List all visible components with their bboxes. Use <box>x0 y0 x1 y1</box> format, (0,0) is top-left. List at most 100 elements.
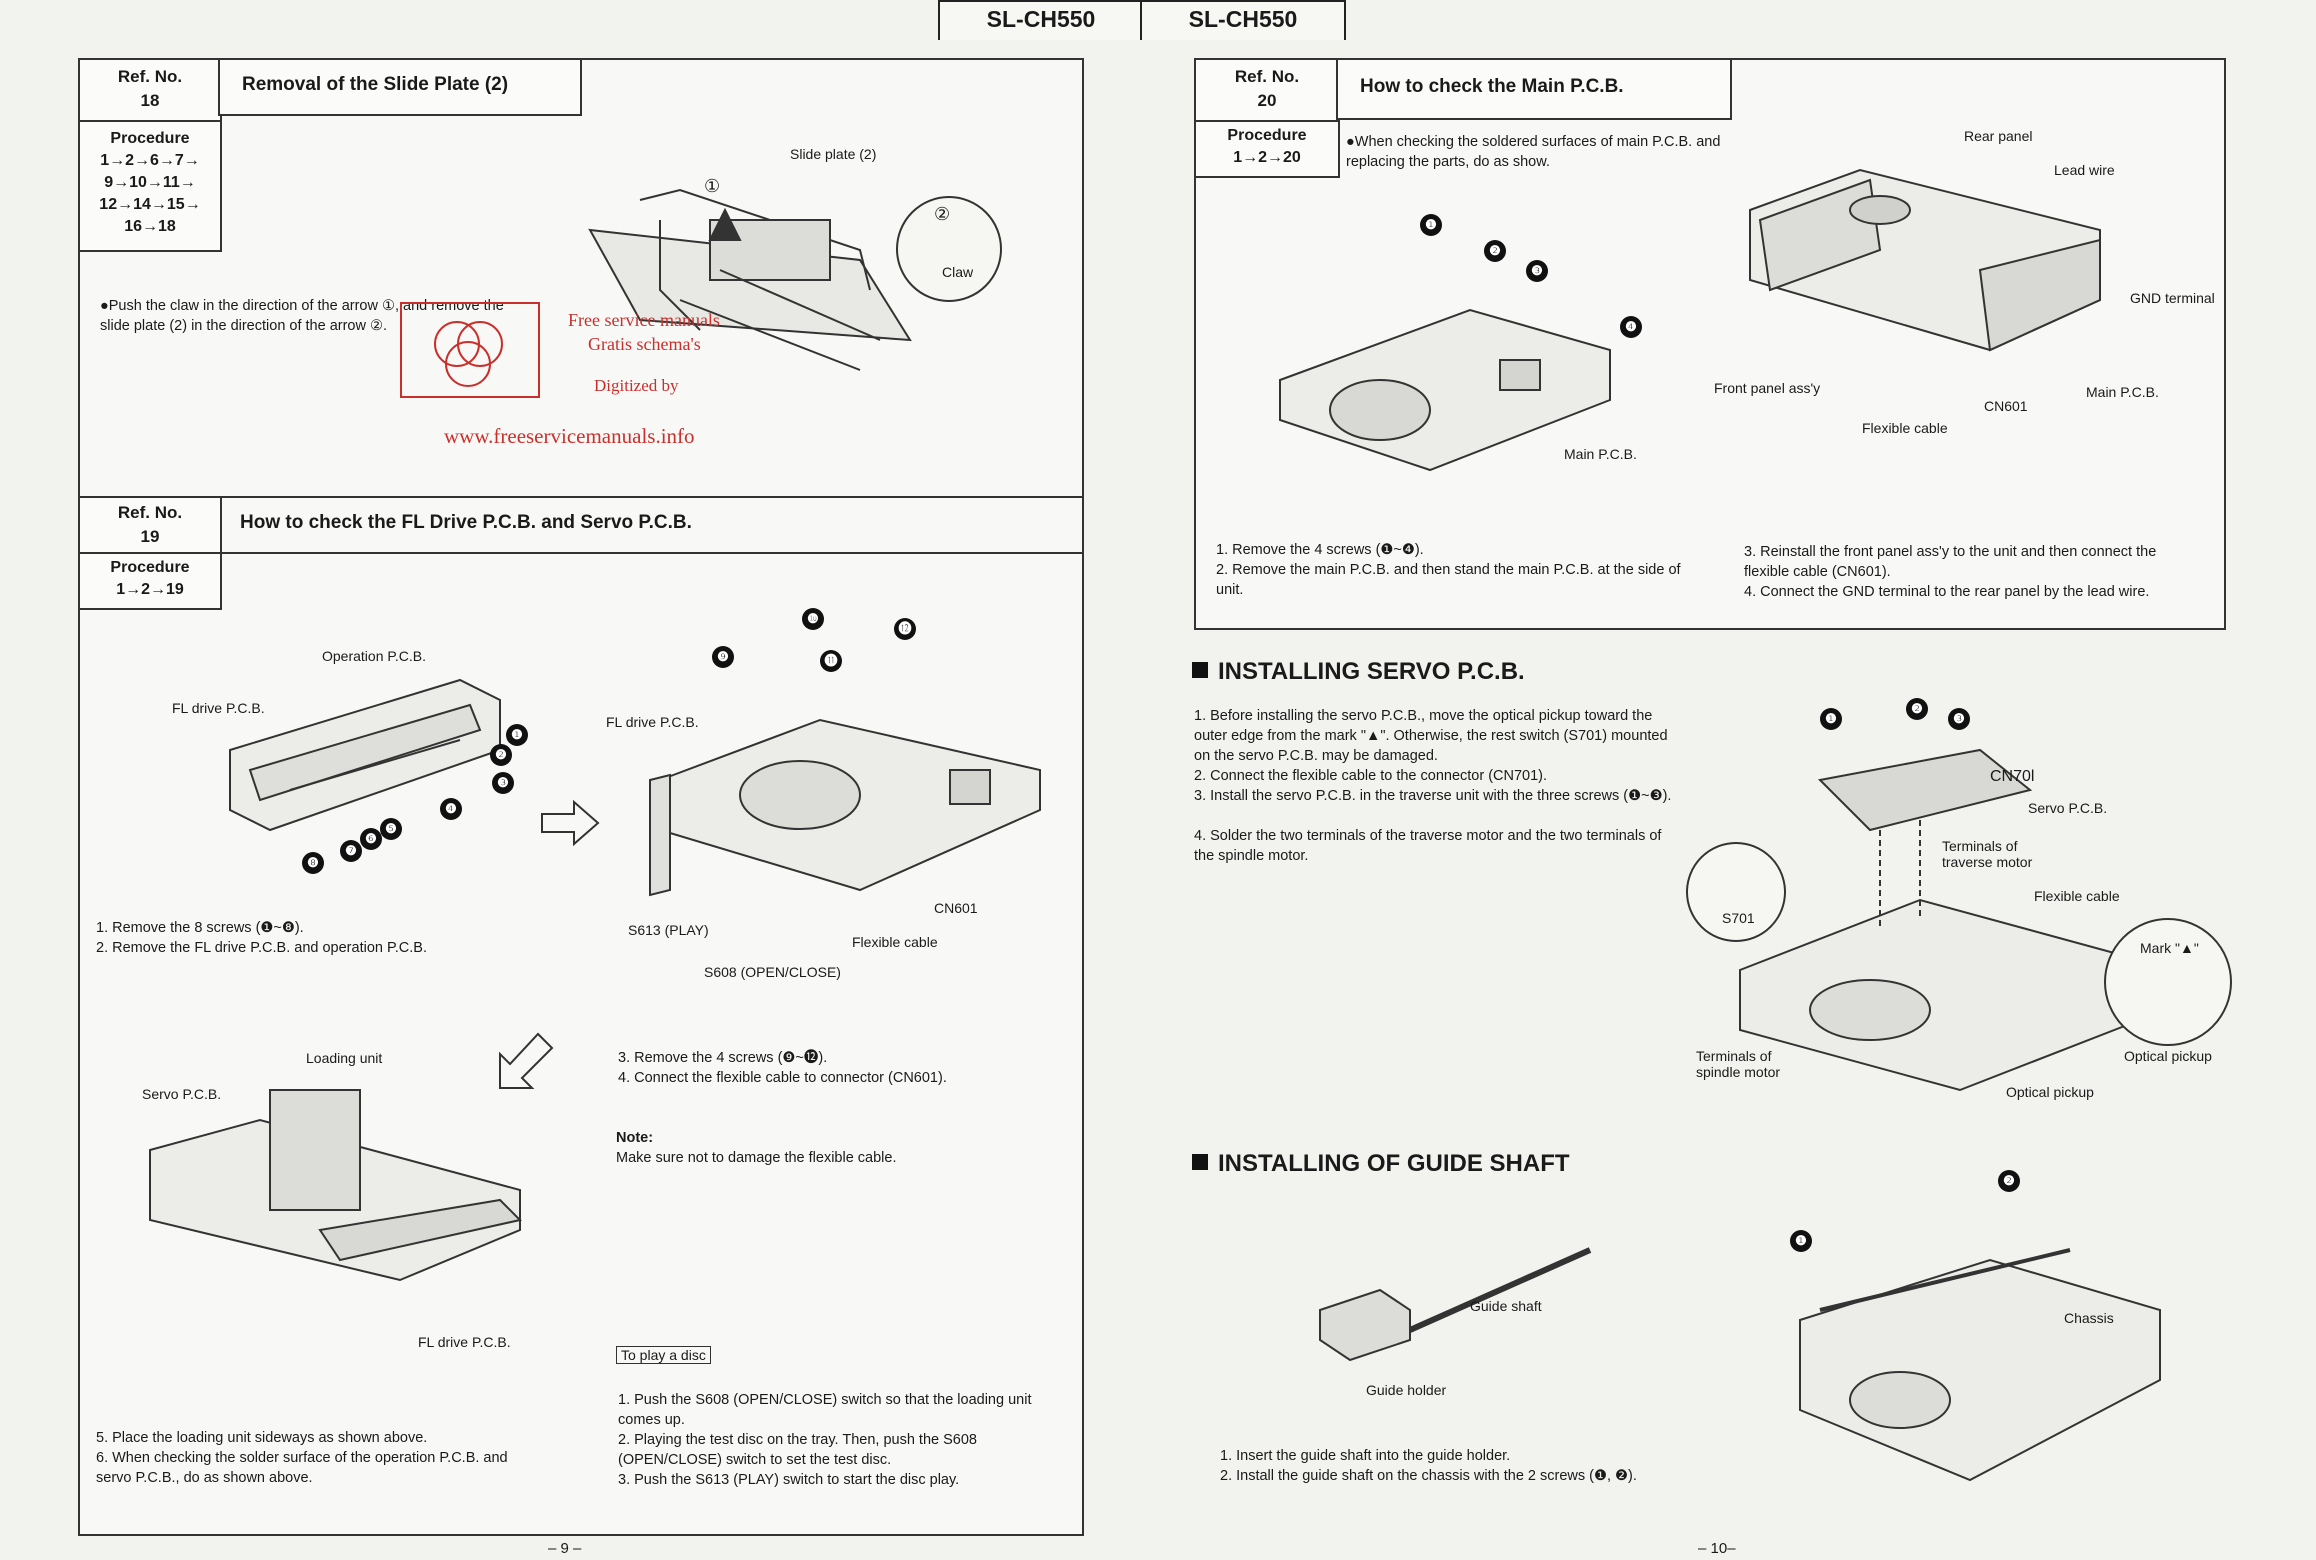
s19-ref-cell: Ref. No. 19 <box>78 496 222 554</box>
servo-optical-label: Optical pickup <box>2124 1048 2212 1064</box>
s19-title-rule <box>218 552 1082 554</box>
guide-step-1: 1. Insert the guide shaft into the guide… <box>1220 1448 1511 1464</box>
servo-mark-label: Mark "▲" <box>2140 940 2199 956</box>
screw-8-bullet: ❽ <box>302 852 324 874</box>
watermark-url: www.freeservicemanuals.info <box>444 424 695 448</box>
s18-proc-label: Procedure <box>110 130 190 147</box>
s20-step-3: 3. Reinstall the front panel ass'y to th… <box>1744 544 2157 580</box>
screw-3-bullet: ❸ <box>492 772 514 794</box>
s19-proc-cell: Procedure 1→2→19 <box>78 552 222 610</box>
s20-cn601-label: CN601 <box>1984 398 2028 414</box>
model-header-right: SL-CH550 <box>1140 0 1346 40</box>
servo-step-3: 3. Install the servo P.C.B. in the trave… <box>1194 788 1672 804</box>
s19-proc-label: Procedure <box>110 559 190 576</box>
s19-loading-label: Loading unit <box>306 1050 383 1066</box>
watermark-line3: Digitized by <box>594 376 679 395</box>
s20-step-2: 2. Remove the main P.C.B. and then stand… <box>1216 562 1681 598</box>
screw-10-bullet: ❿ <box>802 608 824 630</box>
claw-detail-circle <box>896 196 1002 302</box>
guide-section-title-text: INSTALLING OF GUIDE SHAFT <box>1218 1150 1570 1177</box>
servo-term-label: Terminals of traverse motor <box>1942 838 2033 870</box>
s19-ref-number: 19 <box>140 527 160 546</box>
s20-main2-label: Main P.C.B. <box>2086 384 2159 400</box>
chassis-fl-diagram <box>649 718 1041 897</box>
screw-12-bullet: ⓬ <box>894 618 916 640</box>
screw-6-bullet: ❻ <box>360 828 382 850</box>
s19-ref-label: Ref. No. <box>117 503 183 522</box>
s20-proc-cell: Procedure 1→2→20 <box>1194 120 1340 178</box>
section-square-icon-2 <box>1192 1154 1208 1170</box>
s20-title-cell: How to check the Main P.C.B. <box>1336 58 1732 120</box>
s20-gnd-label: GND terminal <box>2130 290 2215 306</box>
s19-servo-label: Servo P.C.B. <box>142 1086 222 1102</box>
loading-unit-diagram <box>149 1089 522 1282</box>
chassis-diagram <box>1799 1248 2161 1482</box>
s20-screw-3-bullet: ❸ <box>1526 260 1548 282</box>
screw-7-bullet: ❼ <box>340 840 362 862</box>
s19-op-label: Operation P.C.B. <box>322 648 427 664</box>
servo-step-4: 4. Solder the two terminals of the trave… <box>1194 828 1662 864</box>
s18-proc-2: 9→10→11→ <box>104 174 196 191</box>
guide-shaft-label: Guide shaft <box>1470 1298 1542 1314</box>
s18-claw-label: Claw <box>942 264 974 280</box>
section-divider <box>78 496 1082 498</box>
s20-instruction: ●When checking the soldered surfaces of … <box>1346 134 1721 170</box>
section-square-icon <box>1192 662 1208 678</box>
s19-step-5: 5. Place the loading unit sideways as sh… <box>96 1430 428 1446</box>
servo-s701-label: S701 <box>1722 910 1755 926</box>
s20-ref-number: 20 <box>1257 91 1277 110</box>
servo-screw-1-bullet: ❶ <box>1820 708 1842 730</box>
s20-screw-2-bullet: ❷ <box>1484 240 1506 262</box>
guide-shaft-diagram <box>1319 1247 1592 1362</box>
play-disc-box: To play a disc <box>616 1346 711 1364</box>
s19-fl-label: FL drive P.C.B. <box>172 700 265 716</box>
s20-title: How to check the Main P.C.B. <box>1360 76 1624 97</box>
servo-screw-2-bullet: ❷ <box>1906 698 1928 720</box>
s20-screw-4-bullet: ❹ <box>1620 316 1642 338</box>
s19-step-6: 6. When checking the solder surface of t… <box>96 1450 508 1486</box>
model-header-left: SL-CH550 <box>938 0 1144 40</box>
s18-ref-number: 18 <box>140 91 160 110</box>
page-number-right: – 10– <box>1698 1540 1736 1557</box>
s19-flex-label: Flexible cable <box>852 934 938 950</box>
s19-fl2-label: FL drive P.C.B. <box>606 714 699 730</box>
s19-step-1: 1. Remove the 8 screws (❶~❽). <box>96 920 304 936</box>
slide-plate-diagram <box>588 188 912 371</box>
s19-title: How to check the FL Drive P.C.B. and Ser… <box>240 512 692 534</box>
s20-main-label: Main P.C.B. <box>1564 446 1637 462</box>
s19-cn601-label: CN601 <box>934 900 978 916</box>
s19-title-text: How to check the FL Drive P.C.B. and Ser… <box>240 512 692 533</box>
s20-frame <box>1194 58 2226 630</box>
watermark-logo <box>400 302 540 398</box>
guide-chassis-label: Chassis <box>2064 1310 2114 1326</box>
s19-step-4: 4. Connect the flexible cable to connect… <box>618 1070 947 1086</box>
servo-servo-label: Servo P.C.B. <box>2028 800 2108 816</box>
watermark-line1: Free service manuals <box>568 310 720 330</box>
screw-4-bullet: ❹ <box>440 798 462 820</box>
arrow-down-left-icon <box>496 1030 556 1095</box>
servo-spindle-label: Terminals of spindle motor <box>1696 1048 1781 1080</box>
guide-screw-1-bullet: ❶ <box>1790 1230 1812 1252</box>
s19-step-3: 3. Remove the 4 screws (❾~⓬). <box>618 1050 828 1066</box>
mark-detail-circle <box>2104 918 2232 1046</box>
s20-proc-label: Procedure <box>1227 127 1307 144</box>
guide-section-title: INSTALLING OF GUIDE SHAFT <box>1192 1150 1570 1178</box>
s20-ref-cell: Ref. No. 20 <box>1194 58 1340 122</box>
servo-section-title-text: INSTALLING SERVO P.C.B. <box>1218 658 1525 685</box>
s19-note: Make sure not to damage the flexible cab… <box>616 1150 897 1166</box>
s18-ref-label: Ref. No. <box>117 67 183 86</box>
s19-s613-label: S613 (PLAY) <box>628 922 709 938</box>
s18-title-cell: Removal of the Slide Plate (2) <box>218 58 582 116</box>
s20-proc: 1→2→20 <box>1233 149 1301 166</box>
servo-step-2: 2. Connect the flexible cable to the con… <box>1194 768 1548 784</box>
main-pcb-diagram <box>1279 308 1611 472</box>
s20-front-label: Front panel ass'y <box>1714 380 1821 396</box>
arrow-right-icon <box>540 799 600 851</box>
servo-section-title: INSTALLING SERVO P.C.B. <box>1192 658 1525 686</box>
play-step-2: 2. Playing the test disc on the tray. Th… <box>618 1432 977 1468</box>
watermark-circles-icon <box>434 321 503 387</box>
s18-slide-label: Slide plate (2) <box>790 146 877 162</box>
screw-9-bullet: ❾ <box>712 646 734 668</box>
servo-flex-label: Flexible cable <box>2034 888 2120 904</box>
guide-step-2: 2. Install the guide shaft on the chassi… <box>1220 1468 1637 1484</box>
